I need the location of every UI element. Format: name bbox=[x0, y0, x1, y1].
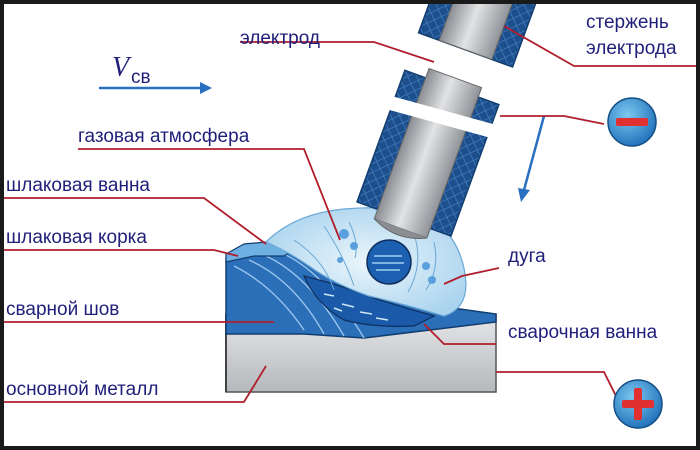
electrode-break bbox=[374, 92, 541, 151]
label-weld-seam: сварной шов bbox=[6, 299, 119, 320]
arc-core bbox=[337, 229, 436, 285]
electrode bbox=[356, 4, 544, 239]
label-rod-line2: электрода bbox=[586, 38, 677, 59]
arrow-down-icon bbox=[518, 115, 546, 202]
minus-terminal-icon bbox=[607, 97, 657, 147]
welding-diagram: V св электрод стержень электрода газовая… bbox=[4, 4, 696, 446]
label-slag-crust: шлаковая корка bbox=[6, 227, 147, 248]
label-arc: дуга bbox=[508, 246, 546, 267]
plus-terminal-icon bbox=[613, 379, 663, 429]
label-base-metal: основной металл bbox=[6, 379, 158, 400]
arrow-right-icon bbox=[99, 82, 212, 94]
velocity-indicator: V св bbox=[99, 52, 212, 94]
leader-lines bbox=[4, 25, 696, 403]
diagram-canvas: V св электрод стержень электрода газовая… bbox=[4, 4, 696, 429]
label-electrode: электрод bbox=[240, 28, 320, 49]
label-slag-bath: шлаковая ванна bbox=[6, 175, 150, 196]
label-rod-line1: стержень bbox=[586, 12, 669, 33]
label-weld-pool: сварочная ванна bbox=[508, 322, 658, 343]
label-gas-atmosphere: газовая атмосфера bbox=[78, 126, 250, 147]
velocity-symbol: V bbox=[112, 52, 132, 83]
velocity-subscript: св bbox=[131, 67, 151, 88]
